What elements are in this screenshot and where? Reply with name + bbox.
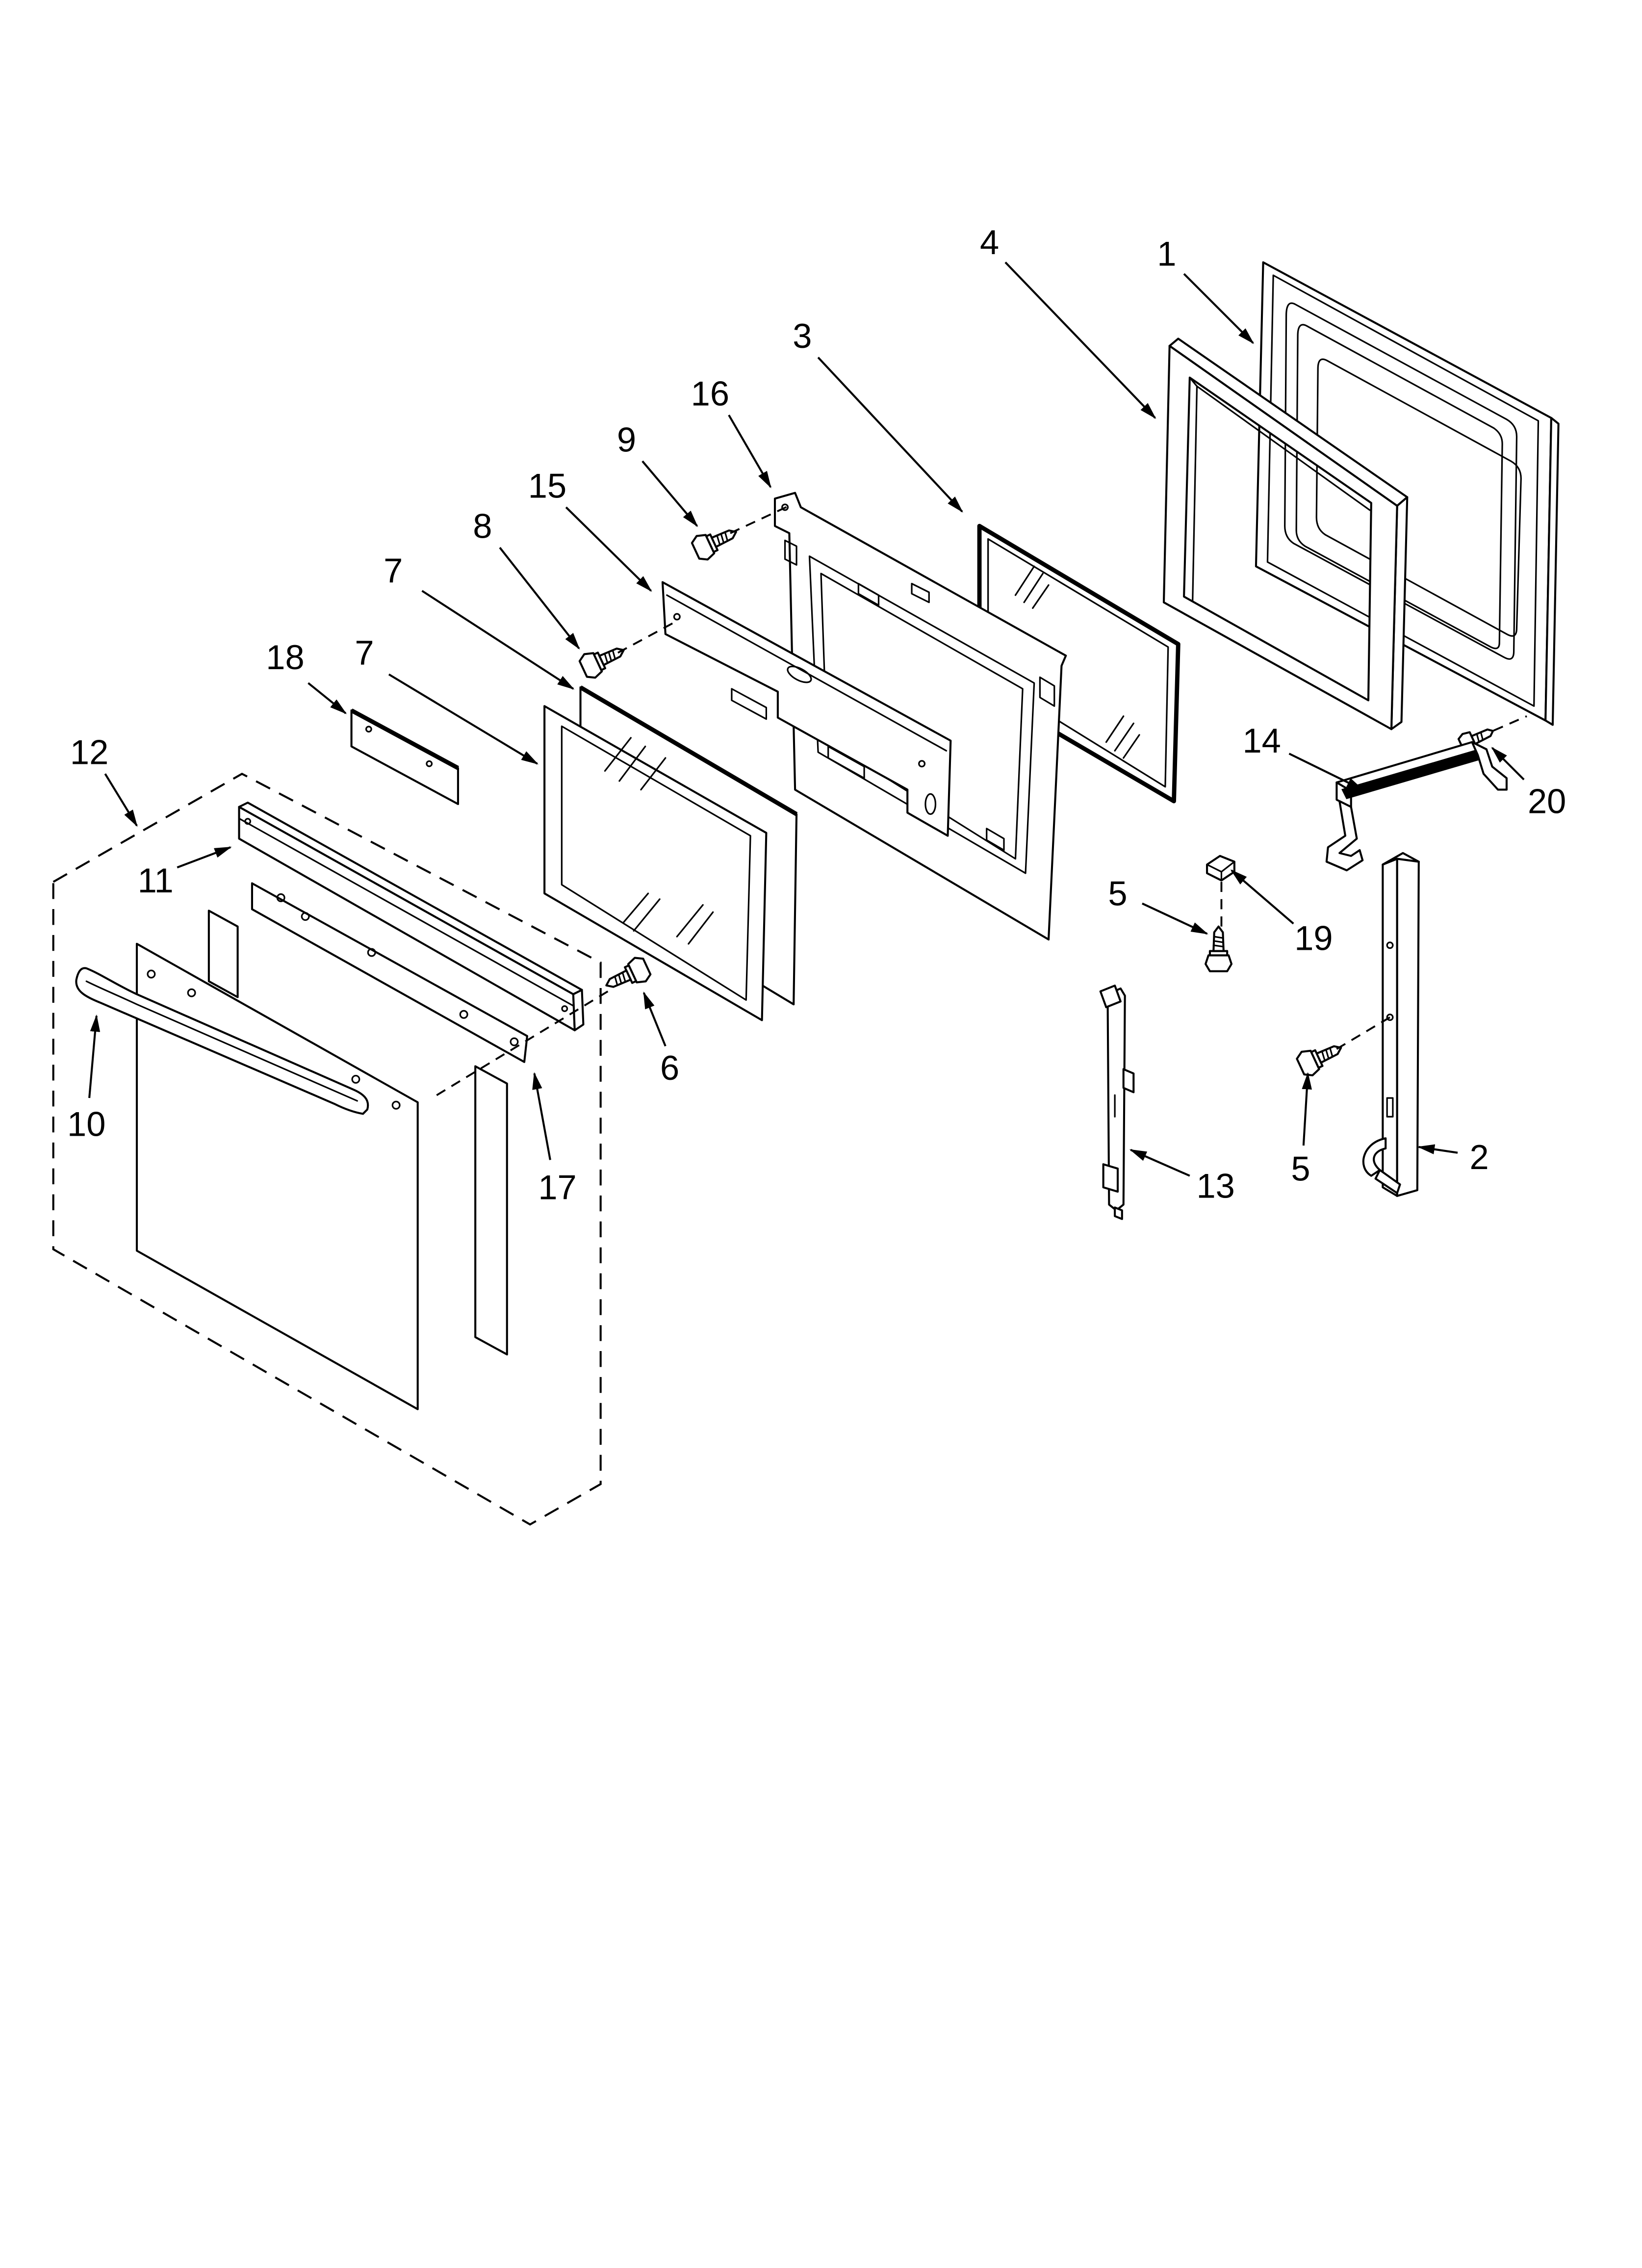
leader-arrow-6 [642,991,667,1047]
callout-14: 14 [1242,721,1281,760]
leader-arrow-9 [641,460,698,527]
screw-5-upper [1205,925,1233,972]
hinge-arm [1362,852,1420,1197]
leader-arrow-4 [1004,261,1156,419]
glass-hatch [1014,565,1140,759]
callout-12: 12 [70,733,108,772]
leader-arrow-7-front [388,673,539,765]
inner-glass-panel-front [543,705,768,1021]
callout-labels: 4 1 3 16 9 15 8 7 18 7 12 11 6 17 10 14 … [67,223,1566,1207]
door-side-strip-left [207,910,239,998]
callout-13: 13 [1196,1167,1234,1205]
callout-17: 17 [538,1168,576,1207]
door-assembly-outline [52,772,602,1526]
leader-arrow-12 [104,773,138,827]
leader-arrow-3 [817,357,963,513]
glass-hatch [604,737,714,945]
leader-arrow-17 [532,1072,551,1160]
callout-10: 10 [67,1104,105,1143]
leader-arrow-5-upper [1142,902,1208,935]
screw-9 [691,529,737,561]
leader-arrow-2 [1417,1144,1458,1154]
leader-arrow-11 [177,846,232,869]
door-frame [1162,338,1409,730]
callout-3: 3 [793,316,812,355]
door-trim-strip [251,882,528,1063]
door-rail [238,801,585,1032]
callout-1: 1 [1157,235,1176,273]
callout-5-upper: 5 [1108,874,1127,913]
callout-8: 8 [473,507,492,546]
leader-arrow-8 [499,547,580,650]
callout-7-front: 7 [355,633,374,672]
hinge-bracket [1099,984,1135,1220]
callout-18: 18 [266,638,304,677]
glass-bracket-plate [661,581,952,837]
screw-6 [605,957,652,988]
callout-9: 9 [617,420,636,459]
callout-6: 6 [660,1048,679,1087]
callout-5-lower: 5 [1291,1149,1310,1188]
leader-arrow-16 [728,414,771,489]
rear-door-panel [1255,261,1560,726]
callout-11: 11 [138,861,174,900]
small-bracket [350,708,460,806]
leader-arrow-15 [565,506,652,592]
leader-arrow-14 [1288,753,1364,791]
door-handle [75,967,401,1115]
leader-arrow-13 [1129,1148,1190,1177]
callout-2: 2 [1470,1138,1489,1176]
leader-arrow-7-back [421,590,575,690]
callout-15: 15 [528,466,566,505]
leader-arrow-1 [1183,273,1255,344]
callout-7-back: 7 [384,551,403,590]
leader-arrow-18 [308,682,347,714]
leader-arrows [88,261,1525,1177]
callout-20: 20 [1528,782,1566,821]
screw-5-lower [1296,1045,1342,1076]
leader-arrow-5-lower [1302,1072,1312,1146]
screw-8 [578,648,625,679]
leader-arrow-10 [88,1014,101,1098]
callout-16: 16 [691,374,729,413]
callout-4: 4 [980,223,999,261]
leader-arrow-20 [1491,747,1525,781]
outer-door-panel [135,942,419,1410]
callout-19: 19 [1294,919,1333,958]
leader-arrow-19 [1230,869,1294,925]
door-side-strip-right [474,1065,508,1356]
alignment-lines [432,503,1527,1099]
